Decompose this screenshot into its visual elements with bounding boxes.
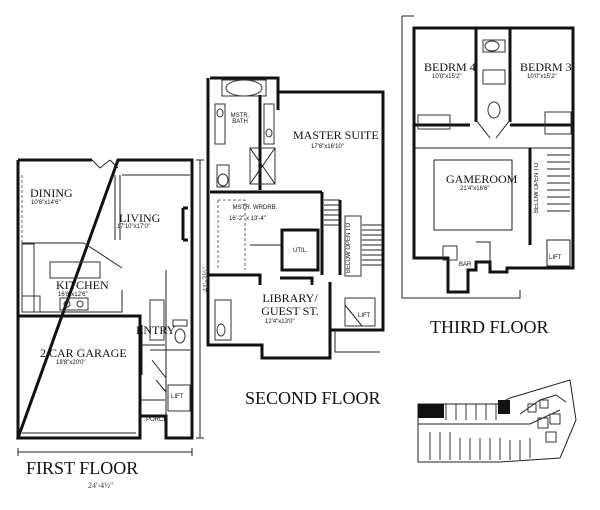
room-library-name: LIBRARY/ GUEST ST.	[261, 291, 319, 319]
room-kitchen-size: 16'8"x12'6"	[58, 292, 88, 298]
site-plan	[417, 379, 577, 463]
room-kitchen-name: KITCHEN	[56, 278, 109, 292]
room-entry-name: ENTRY	[136, 323, 176, 337]
room-bedrm3-size: 10'0"x15'2"	[527, 74, 557, 80]
room-bedrm4-size: 10'0"x15'2"	[432, 74, 462, 80]
room-mstr-wrdrb-size: 16'-2" x 13'-4"	[229, 216, 266, 222]
width-dimension: 24'-4½"	[88, 481, 114, 490]
room-bedrm4-name: BEDRM 4	[424, 60, 476, 74]
room-porch-name: PORCH	[146, 417, 168, 423]
room-dining-name: DINING	[30, 186, 73, 200]
room-master-suite-size: 17'6"x16'10"	[311, 144, 344, 150]
room-gameroom-name: GAMEROOM	[446, 172, 518, 186]
room-bar-name: BAR	[459, 262, 472, 268]
room-util-name: UTIL.	[293, 248, 308, 254]
room-living-size: 17'10"x17'0"	[117, 224, 150, 230]
room-lift2-name: LIFT	[358, 313, 371, 319]
room-master-suite-name: MASTER SUITE	[293, 128, 379, 142]
second-floor-title: SECOND FLOOR	[245, 388, 381, 408]
below-open-to-2: BELOW OPEN TO	[346, 222, 352, 274]
room-mstr-wrdrb-name: MSTR. WRDRB.	[232, 205, 278, 211]
third-floor-title: THIRD FLOOR	[430, 317, 549, 337]
below-open-to-3: BELOW OPEN TO	[534, 162, 540, 214]
room-bedrm3-name: BEDRM 3	[520, 60, 572, 74]
second-floor-plan	[206, 76, 385, 360]
room-living-name: LIVING	[119, 211, 161, 225]
room-lift3-name: LIFT	[549, 255, 562, 261]
room-garage-name: 2 CAR GARAGE	[40, 346, 127, 360]
room-garage-size: 18'8"x20'0"	[56, 360, 86, 366]
room-dining-size: 10'6"x14'6"	[31, 200, 61, 206]
third-floor-plan	[401, 15, 575, 299]
room-library-size: 12'4"x13'0"	[265, 319, 295, 325]
first-floor-title: FIRST FLOOR	[26, 458, 139, 478]
room-lift1-name: LIFT	[171, 394, 184, 400]
depth-dimension: 41'-3½"	[201, 266, 210, 292]
room-mstr-bath-name: MSTR. BATH	[230, 113, 250, 125]
room-gameroom-size: 21'4"x16'6"	[460, 186, 490, 192]
first-floor-plan	[15, 158, 204, 456]
